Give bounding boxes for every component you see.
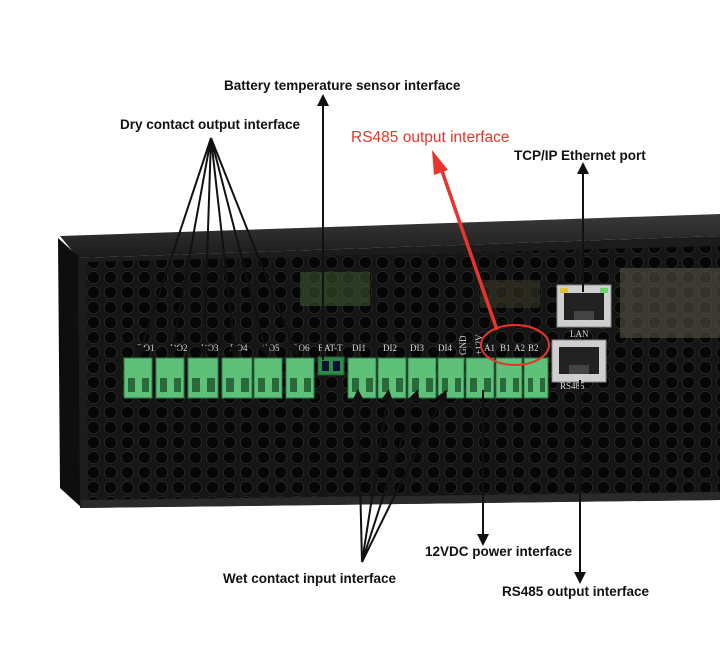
panel-label-di1: DI1 (352, 343, 366, 353)
lan-port (556, 284, 612, 328)
terminal-block (523, 357, 549, 399)
terminal-block (465, 357, 495, 399)
terminal-block (437, 357, 465, 399)
terminal-block (155, 357, 185, 399)
panel-label-a1: A1 (484, 343, 495, 353)
panel-label-di4: DI4 (438, 343, 452, 353)
panel-label-lan: LAN (570, 329, 589, 339)
terminal-blocks (123, 357, 549, 399)
label-rs485-bottom: RS485 output interface (502, 584, 650, 599)
terminal-block (187, 357, 219, 399)
terminal-block (285, 357, 315, 399)
label-battery-temp: Battery temperature sensor interface (224, 78, 461, 93)
label-wet-contact: Wet contact input interface (223, 571, 397, 586)
annotation-lines (136, 94, 589, 584)
terminal-block (347, 357, 377, 399)
terminal-block (221, 357, 253, 399)
bat-t-connector (317, 356, 345, 376)
panel-label-bat-t: BAT-T (318, 343, 343, 353)
terminal-block (253, 357, 283, 399)
panel-label-do6: DO6 (292, 343, 310, 353)
label-dry-contact: Dry contact output interface (120, 117, 301, 132)
internal-board (300, 268, 720, 338)
label-rs485-top: RS485 output interface (351, 129, 510, 146)
panel-label-a2: A2 (514, 343, 525, 353)
terminal-block (377, 357, 407, 399)
panel-label-gnd: GND (458, 335, 468, 355)
panel-label-rs485: RS485 (560, 381, 585, 391)
panel-label-do5: DO5 (262, 343, 280, 353)
panel-label-di3: DI3 (410, 343, 424, 353)
panel-label-do4: DO4 (230, 343, 248, 353)
terminal-block (407, 357, 437, 399)
rs485-port (551, 339, 607, 383)
label-tcp-ip: TCP/IP Ethernet port (514, 148, 646, 163)
panel-label-di2: DI2 (383, 343, 397, 353)
panel-label-b2: B2 (528, 343, 539, 353)
panel-label-b1: B1 (500, 343, 511, 353)
terminal-block (123, 357, 153, 399)
rs485-red-annotation (432, 150, 550, 366)
panel-label-12v: +12V (474, 334, 484, 355)
label-12vdc: 12VDC power interface (425, 544, 573, 559)
